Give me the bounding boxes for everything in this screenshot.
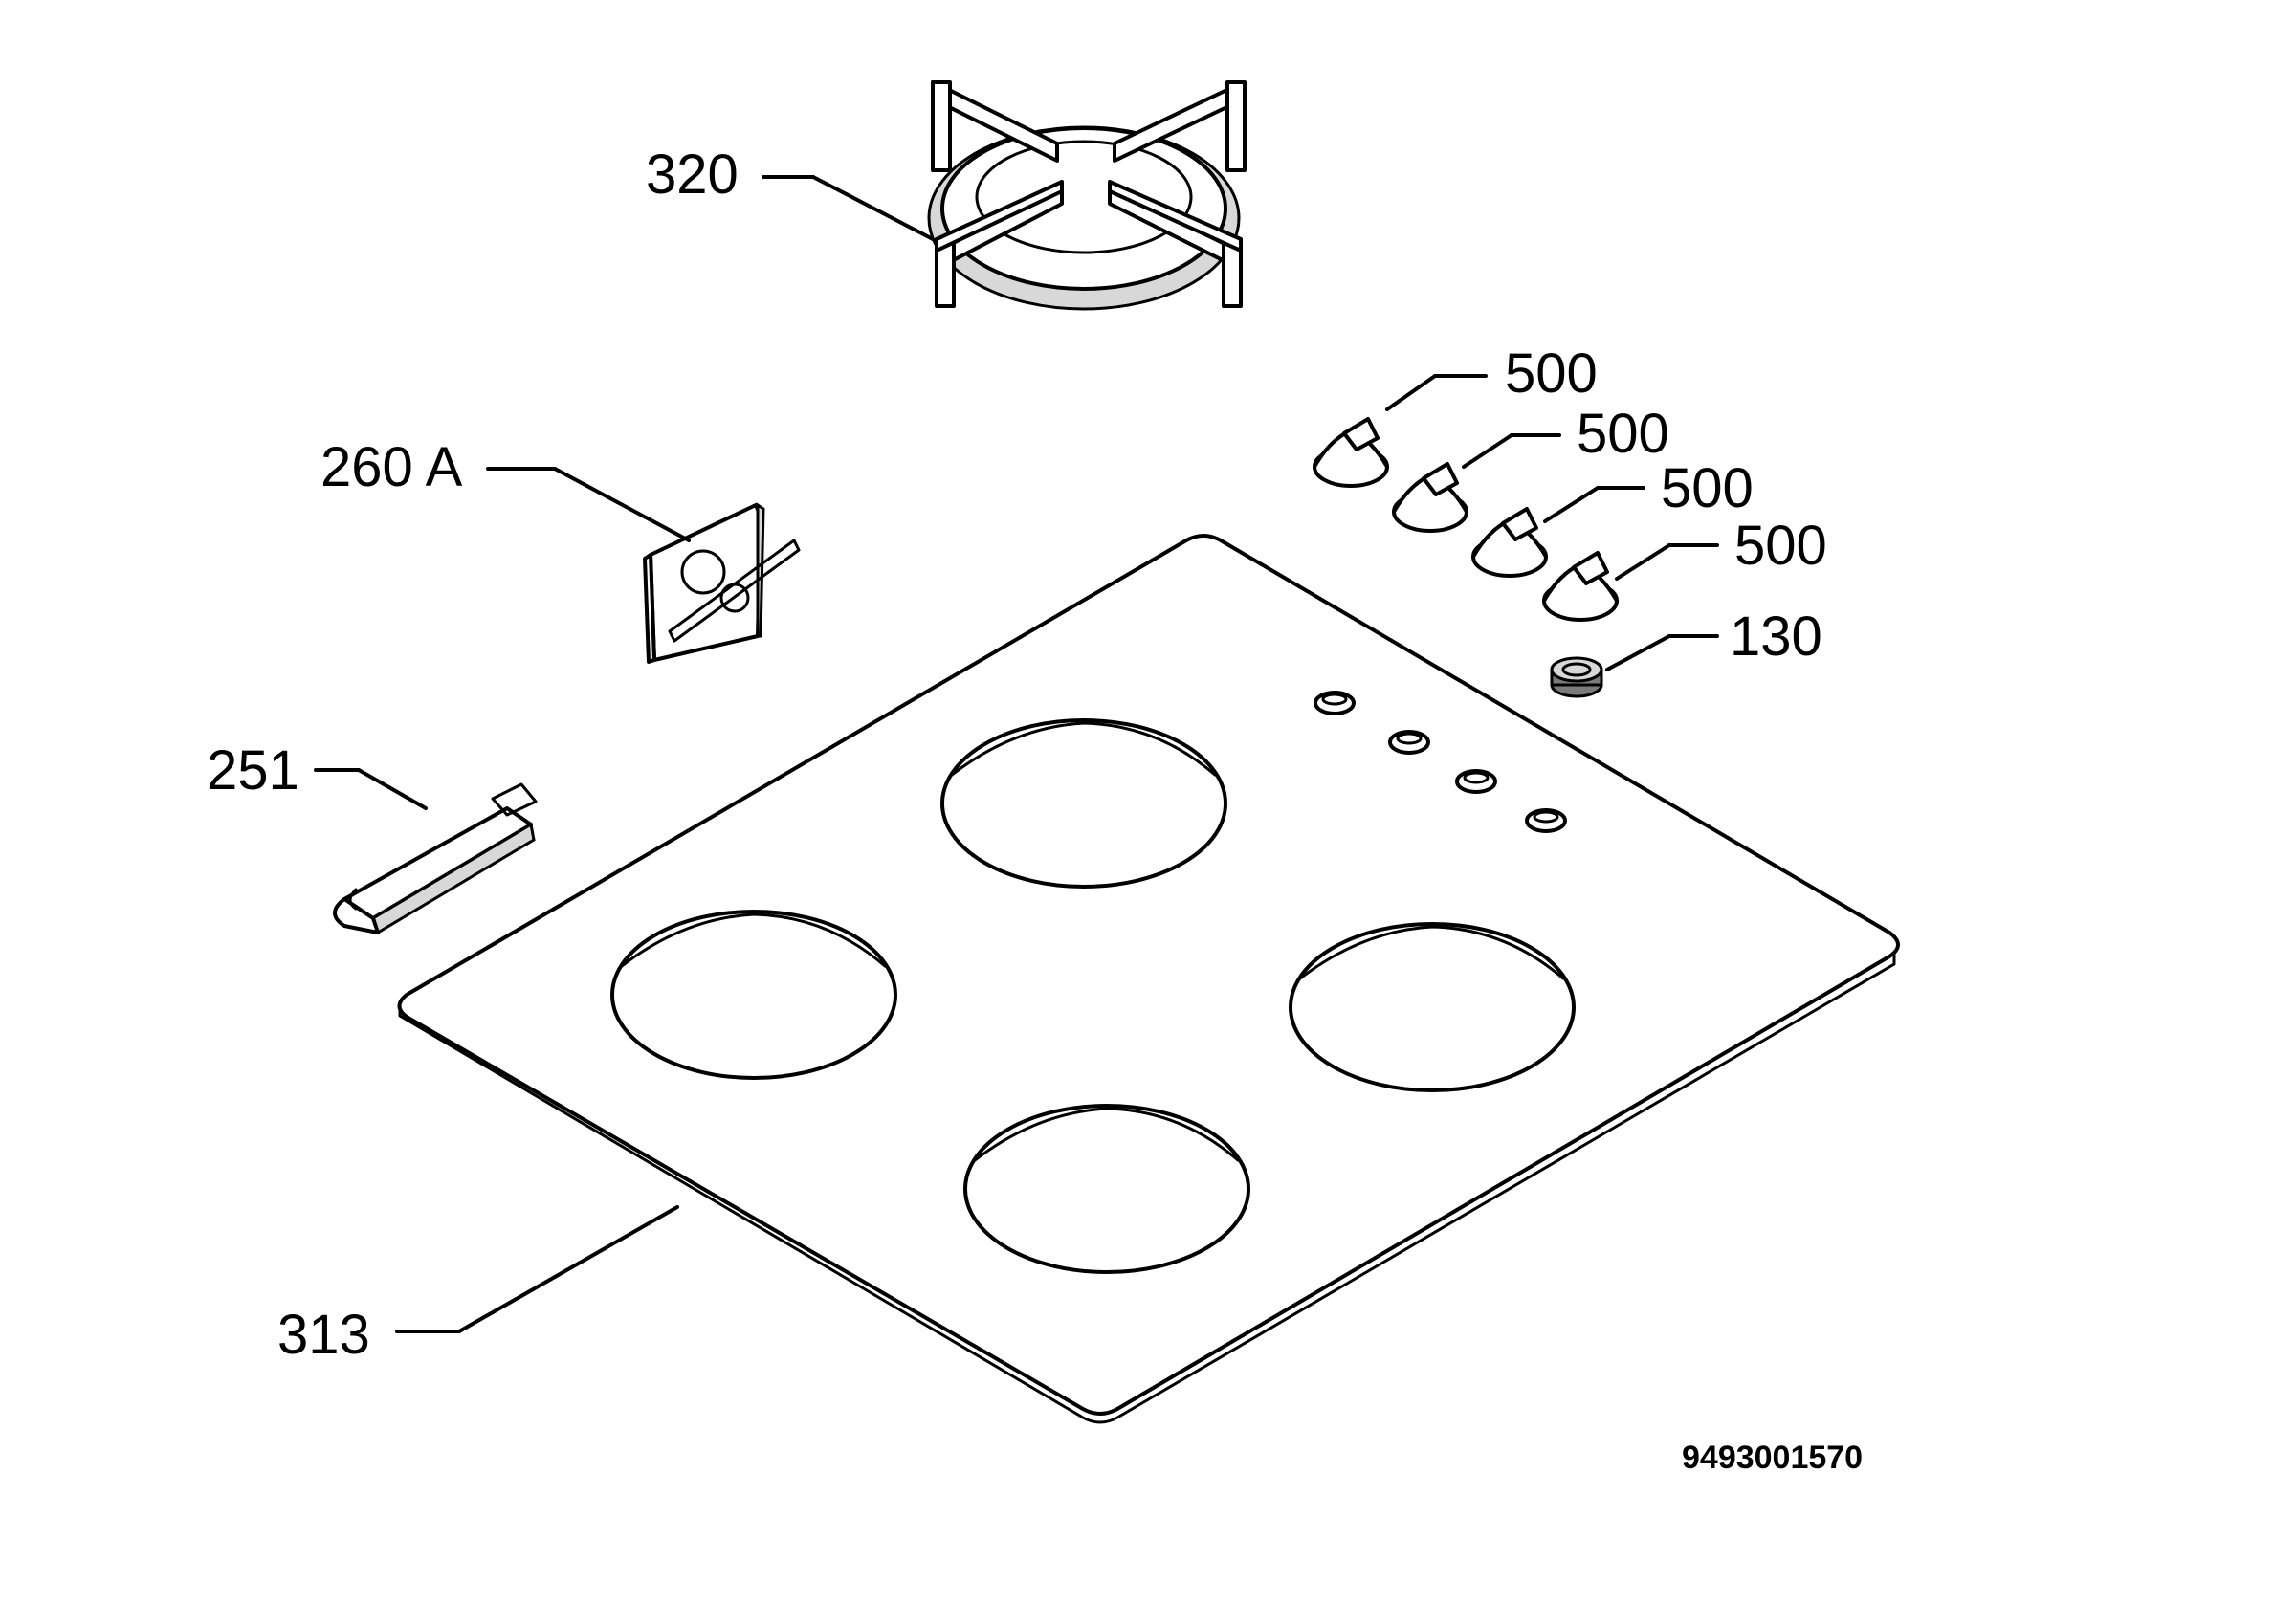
callout-500-2: 500 — [1577, 403, 1669, 465]
clip-part — [333, 782, 538, 935]
callout-500-3: 500 — [1661, 457, 1754, 519]
burner-hole-front — [963, 1104, 1250, 1274]
callout-500-4: 500 — [1734, 515, 1827, 577]
hob-top-plate — [397, 534, 1900, 1424]
control-knob-3 — [1471, 507, 1548, 578]
callout-130: 130 — [1730, 605, 1822, 668]
callout-313: 313 — [277, 1304, 370, 1366]
control-knob-4 — [1542, 551, 1619, 622]
nameplate-part — [643, 502, 801, 664]
control-knob-2 — [1392, 462, 1468, 533]
drawing-number: 9493001570 — [1682, 1440, 1863, 1476]
burner-hole-right — [1289, 922, 1576, 1092]
control-knob-1 — [1313, 417, 1389, 488]
pan-support-part — [927, 79, 1247, 311]
ignition-cap-part — [1550, 656, 1603, 698]
callout-260a: 260 A — [320, 436, 463, 498]
burner-hole-left — [610, 910, 897, 1080]
burner-hole-back — [940, 718, 1227, 889]
callout-500-1: 500 — [1505, 342, 1598, 405]
callout-320: 320 — [646, 143, 739, 206]
callout-251: 251 — [207, 739, 299, 802]
